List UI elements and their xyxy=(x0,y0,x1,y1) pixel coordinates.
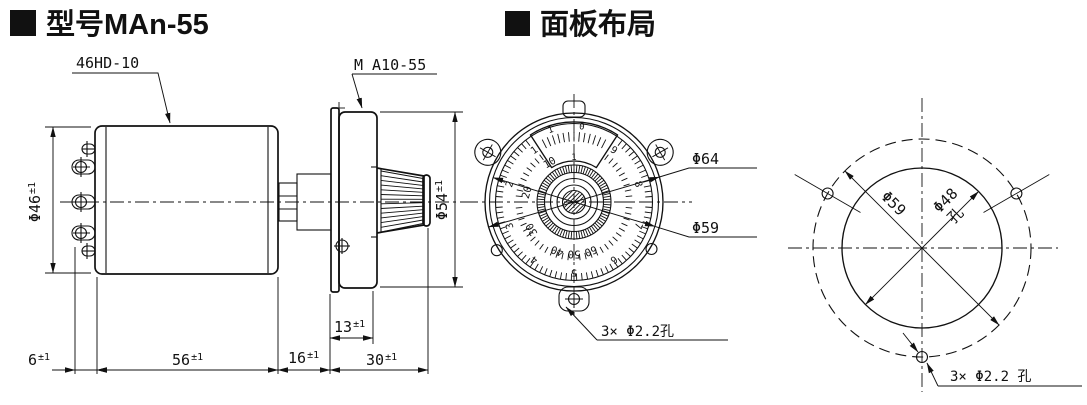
dim-dia54: Φ54±1 xyxy=(380,111,463,288)
screw-mark xyxy=(334,238,350,254)
setting-window xyxy=(529,121,619,169)
dim-30: 30±1 xyxy=(366,351,397,369)
bump-left xyxy=(490,244,503,257)
svg-text:Φ54±1: Φ54±1 xyxy=(433,180,451,220)
leader-46HD-10 xyxy=(72,72,171,124)
svg-text:10: 10 xyxy=(541,155,558,172)
dim-dia46: Φ46±1 xyxy=(26,126,91,274)
ear-right xyxy=(646,138,674,166)
dim-16: 16±1 xyxy=(288,349,319,367)
mount-hole-left xyxy=(794,174,861,213)
dim-dia59: Φ59 xyxy=(492,177,757,238)
page-title-panel-layout: 面板布局 xyxy=(540,8,656,41)
mount-hole-right xyxy=(983,174,1050,213)
side-view: 46HD-10 M A10-55 Φ46±1 Φ54±1 xyxy=(26,54,465,374)
window-label: 1 xyxy=(571,153,576,163)
holes-note-layout: 3× Φ2.2 孔 xyxy=(902,332,1082,387)
black-square-icon xyxy=(505,11,530,36)
panel-front-view: 1 0 1 1 2 3 4 5 6 7 8 9 10 20 30 40 50 6… xyxy=(464,94,757,341)
dial-model-label: M A10-55 xyxy=(354,56,426,74)
svg-text:Φ46±1: Φ46±1 xyxy=(26,182,44,222)
svg-text:4: 4 xyxy=(529,253,540,265)
svg-text:50: 50 xyxy=(568,248,581,260)
svg-text:Φ59: Φ59 xyxy=(692,219,719,237)
bump-right xyxy=(645,242,658,256)
svg-text:20: 20 xyxy=(520,185,535,200)
dim-6: 6±1 xyxy=(28,351,50,369)
black-square-icon xyxy=(10,10,36,36)
svg-text:Φ59: Φ59 xyxy=(878,188,910,220)
body-model-label: 46HD-10 xyxy=(76,54,139,72)
relay-body-outline xyxy=(94,125,279,275)
window-label: 1 xyxy=(547,125,555,136)
svg-text:60: 60 xyxy=(583,243,599,259)
knob xyxy=(376,167,431,234)
flange-outer xyxy=(484,112,664,292)
knob-knurl xyxy=(380,170,424,233)
bolt-circle xyxy=(812,138,1032,358)
mount-hole-bottom xyxy=(915,350,929,364)
hole-layout-view: Φ48 孔 Φ59 3× Φ2.2 孔 xyxy=(788,98,1082,392)
dim-13: 13±1 xyxy=(334,318,365,336)
leader-MA10 xyxy=(351,73,363,109)
window-ticks xyxy=(541,132,607,149)
title-left: 型号MAn-55 xyxy=(10,8,209,41)
dim-chain-bottom: 6±1 56±1 16±1 30±1 13±1 xyxy=(28,228,429,374)
dim-56: 56±1 xyxy=(172,351,203,369)
svg-text:6: 6 xyxy=(608,253,619,265)
window-label: 0 xyxy=(579,122,585,133)
title-right: 面板布局 xyxy=(505,8,656,41)
svg-text:Φ64: Φ64 xyxy=(692,150,719,168)
svg-text:40: 40 xyxy=(549,243,565,259)
panel-plate xyxy=(330,107,340,293)
svg-text:5: 5 xyxy=(571,267,577,278)
svg-text:3× Φ2.2孔: 3× Φ2.2孔 xyxy=(601,324,674,340)
plate-top-cross xyxy=(333,102,345,114)
ear-left xyxy=(474,138,502,166)
svg-text:1: 1 xyxy=(529,145,540,157)
dial-unit-body xyxy=(338,111,378,289)
page-title-model: 型号MAn-55 xyxy=(46,8,209,41)
socket-pins xyxy=(71,141,96,259)
svg-text:9: 9 xyxy=(608,145,619,157)
holes-note-panel: 3× Φ2.2孔 xyxy=(565,306,728,341)
panel-cutout-circle xyxy=(841,167,1003,329)
svg-text:3× Φ2.2 孔: 3× Φ2.2 孔 xyxy=(950,369,1031,385)
svg-text:3: 3 xyxy=(504,221,516,230)
